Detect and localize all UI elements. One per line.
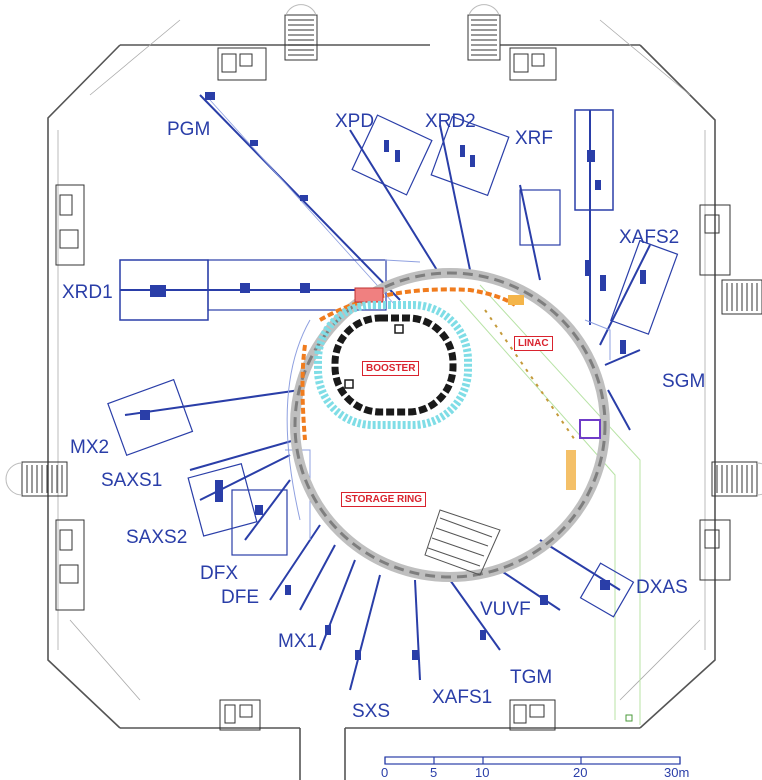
beamline-label-mx2: MX2: [70, 437, 110, 458]
beamline-label-xafs1: XAFS1: [432, 687, 493, 708]
stairwell-top-left: [284, 4, 318, 61]
beamline-label-dfe: DFE: [221, 587, 259, 608]
booster-label: BOOSTER: [362, 361, 420, 376]
scale-tick-20: 20: [573, 765, 588, 780]
beamline-label-mx1: MX1: [278, 631, 318, 652]
beamline-label-xafs2: XAFS2: [619, 227, 680, 248]
scale-bar: [384, 756, 681, 765]
beamline-label-vuvf: VUVF: [480, 599, 531, 620]
beamline-label-saxs1: SAXS1: [101, 470, 163, 491]
beamline-label-saxs2: SAXS2: [126, 527, 188, 548]
beamline-label-dxas: DXAS: [636, 577, 688, 598]
central-stairs: [424, 509, 501, 576]
scale-tick-5: 5: [430, 765, 438, 780]
stairwell-left: [5, 461, 68, 497]
beamline-label-xrf: XRF: [515, 128, 553, 149]
booster-ring: [314, 301, 472, 429]
beamlines: [107, 94, 679, 691]
beamline-label-tgm: TGM: [510, 667, 553, 688]
storage-ring: [290, 268, 610, 582]
scale-tick-10: 10: [475, 765, 490, 780]
stairwell-top-right: [467, 4, 501, 61]
linac-label: LINAC: [514, 336, 553, 351]
beamline-label-dfx: DFX: [200, 563, 238, 584]
linac-beamline: [484, 309, 576, 441]
building-inner-lines: [57, 19, 706, 701]
linac-corridor: [459, 284, 641, 725]
beamline-components: [140, 92, 646, 660]
beamline-label-xrd2: XRD2: [425, 111, 476, 132]
beamline-label-sgm: SGM: [662, 371, 706, 392]
service-rooms: [55, 47, 731, 731]
beamline-label-xrd1: XRD1: [62, 282, 113, 303]
transfer-lines: [300, 287, 517, 441]
storage-ring-label: STORAGE RING: [341, 492, 427, 507]
building-walls: [47, 44, 716, 780]
shielding-wall: [285, 259, 611, 540]
beamline-label-pgm: PGM: [167, 119, 211, 140]
beamline-label-sxs: SXS: [352, 701, 391, 722]
scale-tick-30m: 30m: [664, 765, 690, 780]
stairwell-right-upper: [721, 279, 762, 315]
beamline-label-xpd: XPD: [335, 111, 375, 132]
scale-tick-0: 0: [381, 765, 389, 780]
stairwell-right-lower: [711, 461, 762, 497]
